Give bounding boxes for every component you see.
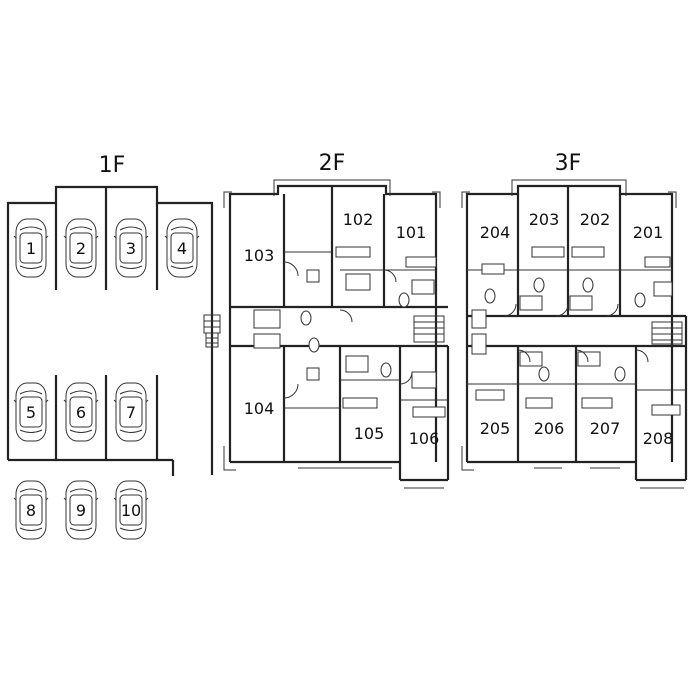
room-label-206: 206	[534, 419, 565, 438]
parking-space-number: 6	[76, 403, 86, 422]
floor-3f-fixtures	[471, 246, 683, 416]
parking-space-number: 10	[121, 501, 141, 520]
parking-space-number: 5	[26, 403, 36, 422]
room-label-207: 207	[590, 419, 621, 438]
parking-space-number: 3	[126, 239, 136, 258]
parking-outline	[6, 185, 214, 476]
stair-connector	[203, 314, 221, 348]
parking-space-8: 8	[13, 480, 49, 540]
parking-space-4: 4	[164, 218, 200, 278]
parking-space-5: 5	[13, 382, 49, 442]
room-label-101: 102	[343, 210, 374, 229]
parking-space-2: 2	[63, 218, 99, 278]
parking-space-number: 7	[126, 403, 136, 422]
floor-1f: 1F 1 2 3 4 5 6 7 8 9 10	[6, 153, 221, 540]
room-label-202: 202	[580, 210, 611, 229]
room-label-203: 203	[529, 210, 560, 229]
parking-space-6: 6	[63, 382, 99, 442]
parking-space-number: 8	[26, 501, 36, 520]
floor-title-3f: 3F	[555, 151, 582, 176]
parking-space-7: 7	[113, 382, 149, 442]
parking-space-number: 4	[177, 239, 187, 258]
parking-cars: 1 2 3 4 5 6 7 8 9 10	[13, 218, 200, 540]
parking-space-1: 1	[13, 218, 49, 278]
floor-2f: 2F	[223, 151, 450, 489]
floor-2f-fixtures	[253, 246, 446, 418]
room-label-102: 101	[396, 223, 427, 242]
room-label-205: 205	[480, 419, 511, 438]
room-label-103: 103	[244, 246, 275, 265]
parking-space-number: 2	[76, 239, 86, 258]
room-label-208: 208	[643, 429, 674, 448]
parking-space-10: 10	[113, 480, 149, 540]
parking-space-9: 9	[63, 480, 99, 540]
room-labels-2f: 102 101 103 104 105 106	[244, 210, 440, 448]
parking-space-number: 1	[26, 239, 36, 258]
floor-3f: 3F	[461, 151, 688, 489]
floor-title-1f: 1F	[99, 153, 126, 178]
room-label-201: 201	[633, 223, 664, 242]
floor-3f-walls	[461, 179, 688, 489]
room-label-105: 105	[354, 424, 385, 443]
parking-space-number: 9	[76, 501, 86, 520]
room-label-204: 204	[480, 223, 511, 242]
room-labels-3f: 201 202 203 204 205 206 207 208	[480, 210, 674, 448]
room-label-104: 104	[244, 399, 275, 418]
floor-title-2f: 2F	[319, 151, 346, 176]
parking-space-3: 3	[113, 218, 149, 278]
room-label-106: 106	[409, 429, 440, 448]
